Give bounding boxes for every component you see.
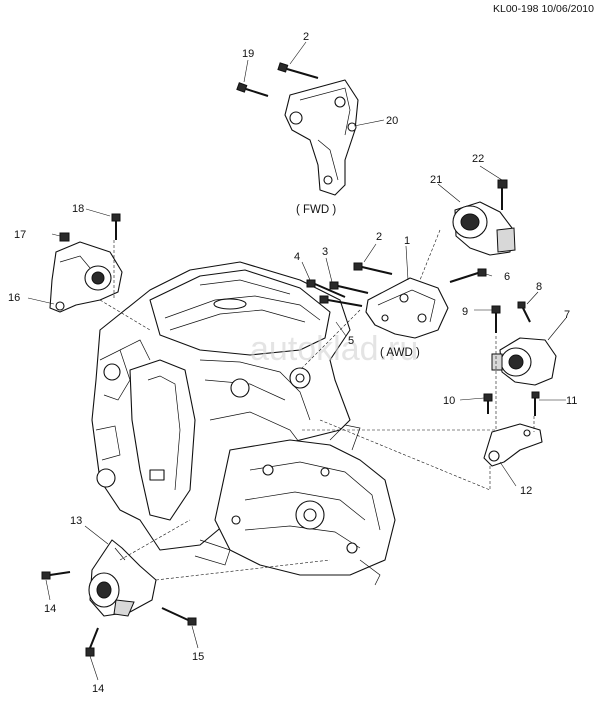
variant-label-fwd: ( FWD ) xyxy=(296,204,336,216)
stud-8 xyxy=(517,301,531,323)
mount-16 xyxy=(49,241,123,313)
callout-20: 20 xyxy=(386,115,398,127)
callout-19: 19 xyxy=(242,48,254,60)
bolt-15 xyxy=(161,607,197,626)
awd-mount-bracket xyxy=(365,277,449,339)
callout-3: 3 xyxy=(322,246,328,258)
callout-10: 10 xyxy=(443,395,455,407)
leader-lines xyxy=(27,41,567,681)
mount-13 xyxy=(88,539,157,617)
callout-11: 11 xyxy=(566,395,577,407)
fwd-mount-bracket xyxy=(284,79,359,196)
callout-15: 15 xyxy=(192,651,204,663)
callout-1: 1 xyxy=(404,235,410,247)
mount-7 xyxy=(491,337,557,386)
callout-6: 6 xyxy=(504,271,510,283)
mount-21 xyxy=(452,201,516,256)
bolt-9 xyxy=(491,305,501,333)
variant-label-awd: ( AWD ) xyxy=(380,347,420,359)
callout-7: 7 xyxy=(564,309,570,321)
watermark: autoklad.ru xyxy=(250,330,418,368)
bracket-12 xyxy=(483,423,543,467)
callout-18: 18 xyxy=(72,203,84,215)
callout-5: 5 xyxy=(348,335,354,347)
callout-14-upper: 14 xyxy=(44,603,56,615)
callout-22: 22 xyxy=(472,153,484,165)
bolt-19 xyxy=(236,82,269,97)
document-id: KL00-198 10/06/2010 xyxy=(492,3,594,15)
callout-14-lower: 14 xyxy=(92,683,104,695)
bolt-14-lower xyxy=(85,627,99,657)
awd-bolts xyxy=(306,262,487,307)
alignment-lines xyxy=(99,229,535,581)
callout-9: 9 xyxy=(462,306,468,318)
callout-4: 4 xyxy=(294,251,300,263)
callout-8: 8 xyxy=(536,281,542,293)
callouts: 19 2 20 22 21 18 17 16 2 1 3 4 5 6 8 7 9… xyxy=(8,31,577,695)
stud-11 xyxy=(531,391,540,416)
engine-assembly xyxy=(91,261,396,586)
bolt-22 xyxy=(497,179,508,210)
callout-12: 12 xyxy=(520,485,532,497)
bolt-14-upper xyxy=(41,571,71,580)
callout-13: 13 xyxy=(70,515,82,527)
bolt-2-fwd xyxy=(277,62,319,79)
callout-2-awd: 2 xyxy=(376,231,382,243)
callout-21: 21 xyxy=(430,174,442,186)
callout-2-fwd: 2 xyxy=(303,31,309,43)
bolt-17 xyxy=(59,232,70,242)
callout-17: 17 xyxy=(14,229,26,241)
bolt-10 xyxy=(483,393,493,414)
callout-16: 16 xyxy=(8,292,20,304)
bolt-18 xyxy=(111,213,121,240)
